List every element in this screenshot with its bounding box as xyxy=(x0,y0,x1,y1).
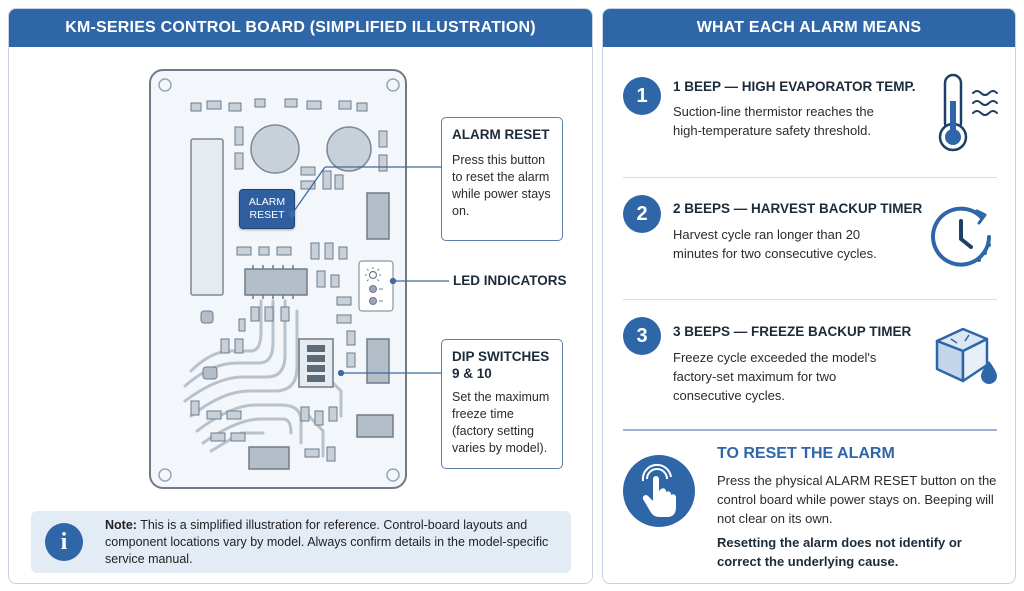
thermometer-icon xyxy=(938,73,998,152)
ice-cube-icon xyxy=(935,327,997,384)
led-indicators-label: LED INDICATORS xyxy=(453,273,567,288)
alarm-number-1: 1 xyxy=(623,77,661,115)
reset-warning: Resetting the alarm does not identify or… xyxy=(717,535,962,569)
alarm-reset-callout: ALARM RESET Press this button to reset t… xyxy=(441,117,563,241)
alarm-3-description: Freeze cycle exceeded the model's factor… xyxy=(673,350,877,403)
dip-title-line1: DIP SWITCHES xyxy=(452,349,550,364)
alarm-divider-1 xyxy=(623,177,997,178)
alarm-number-2: 2 xyxy=(623,195,661,233)
note-lead: Note: xyxy=(105,518,137,532)
alarm-reset-callout-body: Press this button to reset the alarm whi… xyxy=(452,153,551,218)
alarm-divider-2 xyxy=(623,299,997,300)
reset-title: TO RESET THE ALARM xyxy=(717,445,895,462)
dip-switches-callout: DIP SWITCHES 9 & 10 Set the maximum free… xyxy=(441,339,563,469)
dip-switches-callout-body: Set the maximum freeze time (factory set… xyxy=(452,390,550,455)
alarm-number-3: 3 xyxy=(623,317,661,355)
note-text: Note: This is a simplified illustration … xyxy=(105,517,560,568)
reset-description: Press the physical ALARM RESET button on… xyxy=(717,473,997,526)
dip-title-line2: 9 & 10 xyxy=(452,366,492,381)
info-icon: i xyxy=(45,523,83,561)
alarm-meanings-header: WHAT EACH ALARM MEANS xyxy=(603,9,1015,47)
alarm-meanings-panel: WHAT EACH ALARM MEANS 1 1 BEEP — HIGH EV… xyxy=(602,8,1016,584)
control-board: ALARM RESET xyxy=(149,69,407,489)
alarm-2-title: 2 BEEPS — HARVEST BACKUP TIMER xyxy=(673,201,923,216)
hand-press-icon xyxy=(623,455,695,527)
control-board-header: KM-SERIES CONTROL BOARD (SIMPLIFIED ILLU… xyxy=(9,9,592,47)
dip-switches-callout-title: DIP SWITCHES 9 & 10 xyxy=(452,348,552,382)
control-board-panel: KM-SERIES CONTROL BOARD (SIMPLIFIED ILLU… xyxy=(8,8,593,584)
alarm-2-description: Harvest cycle ran longer than 20 minutes… xyxy=(673,227,877,261)
clock-icon xyxy=(931,206,991,267)
note-box: i Note: This is a simplified illustratio… xyxy=(31,511,571,573)
board-circuit-graphic xyxy=(158,78,400,482)
alarm-1-description: Suction-line thermistor reaches the high… xyxy=(673,104,874,138)
alarm-1-title: 1 BEEP — HIGH EVAPORATOR TEMP. xyxy=(673,79,916,94)
reset-section-divider xyxy=(623,429,997,431)
alarm-reset-callout-title: ALARM RESET xyxy=(452,127,550,142)
alarm-3-title: 3 BEEPS — FREEZE BACKUP TIMER xyxy=(673,324,912,339)
alarm-reset-board-button[interactable]: ALARM RESET xyxy=(239,189,295,229)
note-body: This is a simplified illustration for re… xyxy=(105,518,549,566)
alarm-button-line1: ALARM xyxy=(248,196,286,208)
alarm-button-line2: RESET xyxy=(249,209,285,221)
